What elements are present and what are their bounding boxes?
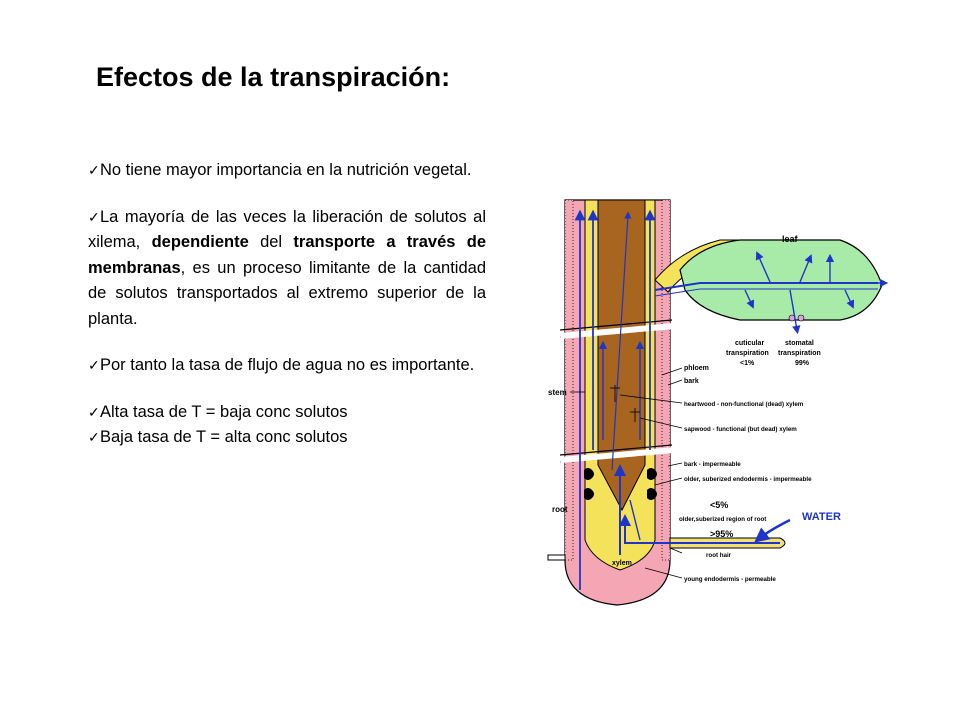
checkmark-icon: ✓ bbox=[88, 403, 100, 420]
label-sapwood: sapwood - functional (but dead) xylem bbox=[684, 426, 797, 433]
bullet-list: ✓No tiene mayor importancia en la nutric… bbox=[88, 158, 486, 451]
checkmark-icon: ✓ bbox=[88, 162, 100, 178]
checkmark-icon: ✓ bbox=[88, 429, 100, 445]
label-stem: stem bbox=[548, 388, 567, 397]
label-gt95: >95% bbox=[710, 529, 733, 539]
label-suberized-root: older,suberized region of root bbox=[679, 516, 766, 523]
label-cuticular-1: cuticular bbox=[735, 340, 764, 347]
label-root-hair: root hair bbox=[706, 552, 732, 559]
label-heartwood: heartwood - non-functional (dead) xylem bbox=[684, 401, 804, 408]
heartwood bbox=[597, 199, 646, 512]
slide-title: Efectos de la transpiración: bbox=[96, 62, 451, 92]
checkmark-icon: ✓ bbox=[88, 208, 100, 225]
label-xylem: xylem bbox=[612, 560, 632, 567]
label-endodermis-old: older, suberized endodermis - impermeabl… bbox=[684, 476, 812, 483]
label-stomatal-2: transpiration bbox=[778, 350, 821, 357]
bullet-item: ✓La mayoría de las veces la liberación d… bbox=[88, 205, 486, 333]
label-young-endodermis: young endodermis - permeable bbox=[684, 576, 776, 583]
bullet-item: ✓Alta tasa de T = baja conc solutos bbox=[88, 400, 486, 426]
label-leaf: leaf bbox=[782, 234, 799, 244]
bullet-item: ✓Baja tasa de T = alta conc solutos bbox=[88, 425, 486, 451]
bullet-item: ✓Por tanto la tasa de flujo de agua no e… bbox=[88, 353, 486, 379]
leaf bbox=[679, 239, 883, 321]
label-bark-impermeable: bark - impermeable bbox=[684, 461, 741, 468]
label-water: WATER bbox=[802, 511, 841, 523]
label-phloem: phloem bbox=[684, 365, 709, 372]
label-stomatal-3: 99% bbox=[795, 360, 810, 367]
label-bark: bark bbox=[684, 378, 699, 385]
label-cuticular-3: <1% bbox=[740, 360, 755, 367]
label-stomatal-1: stomatal bbox=[785, 340, 814, 347]
label-lt5: <5% bbox=[710, 500, 728, 510]
checkmark-icon: ✓ bbox=[88, 357, 100, 373]
label-cuticular-2: transpiration bbox=[726, 350, 769, 357]
label-root: root bbox=[552, 505, 568, 514]
transpiration-diagram: leaf cuticular transpiration <1% stomata… bbox=[547, 199, 889, 606]
bullet-item: ✓No tiene mayor importancia en la nutric… bbox=[88, 158, 486, 184]
